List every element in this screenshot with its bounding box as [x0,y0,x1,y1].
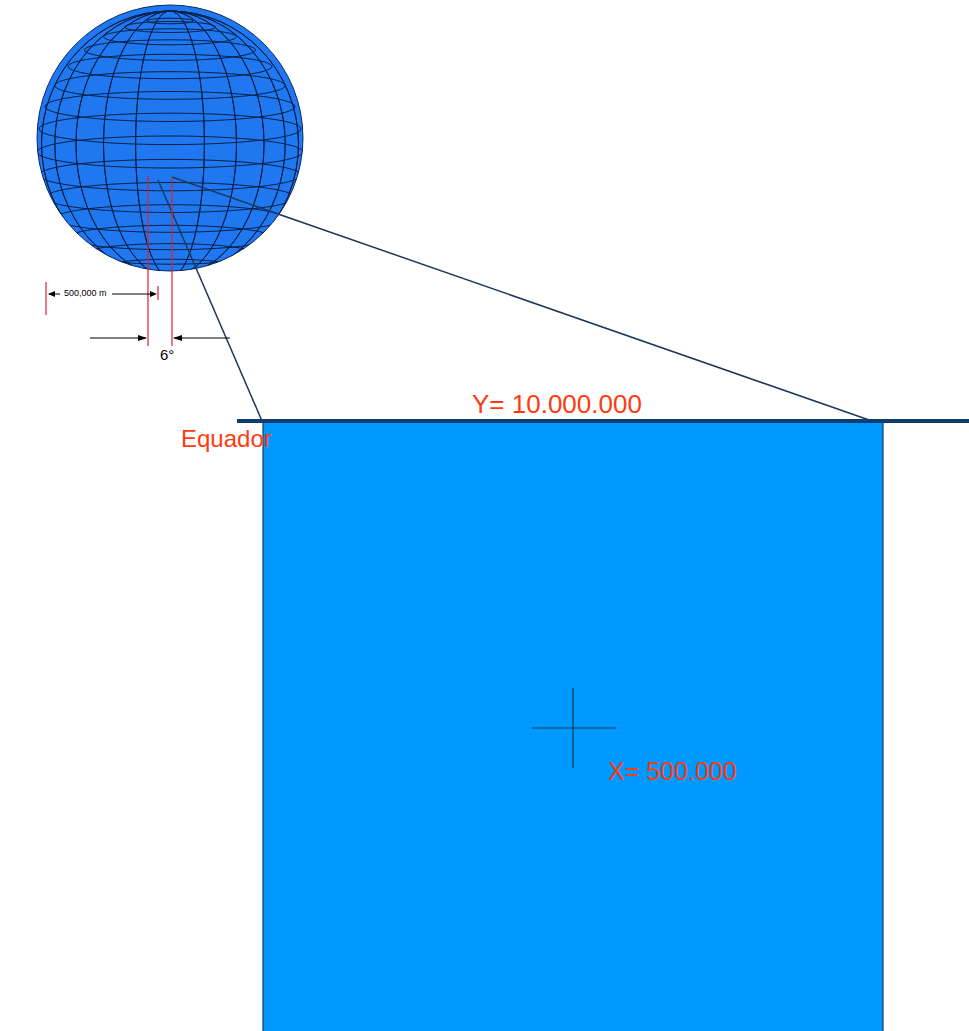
coordinate-text: X= 500.000 [608,759,737,784]
utm-zone-box: X= 500.000 [263,421,883,1031]
equator-label: Equador [181,427,272,451]
dimension-label: 500,000 m [62,289,109,298]
angle-label: 6° [160,347,174,362]
northing-label: Y= 10.000.000 [472,391,642,417]
